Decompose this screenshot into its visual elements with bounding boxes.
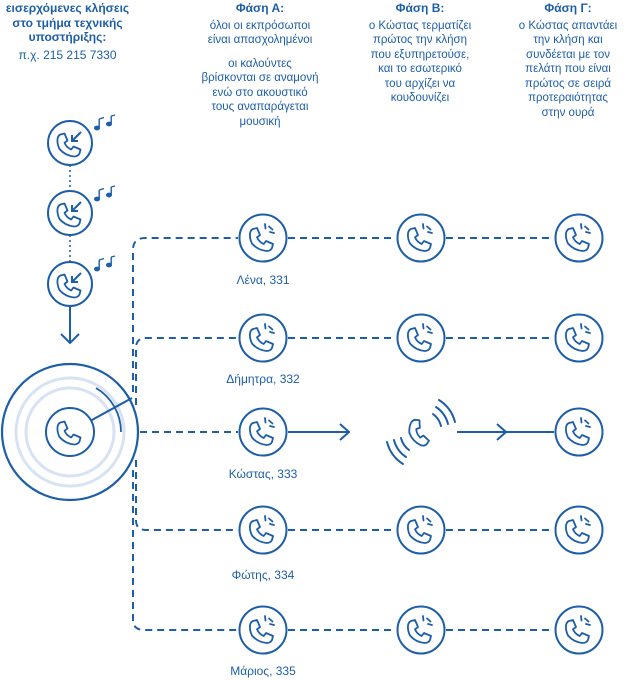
agent-phone-icon: [240, 215, 287, 262]
agent-phone-icon: [398, 507, 445, 554]
music-note-icon: [94, 185, 116, 202]
arrow-right-icon: [339, 423, 351, 441]
phase-b-line: ο Κώστας τερματίζει: [368, 19, 472, 32]
row-connector-1: [132, 237, 238, 392]
incoming-call-icon: [47, 261, 93, 307]
ringing-phone-icon: [386, 399, 456, 465]
row-lines: [288, 237, 554, 631]
phase-b-line: κουδουνίζει: [390, 92, 450, 104]
agent-phone-icon: [240, 507, 287, 554]
incoming-calls: [47, 114, 116, 345]
agent-label-dimitra: Δήμητρα, 332: [226, 372, 300, 386]
phase-c-text: Φάση Γ: ο Κώστας απαντάει την κλήση και …: [505, 1, 631, 120]
phase-a-text: Φάση Α: όλοι οι εκπρόσωποι είναι απασχολ…: [190, 1, 330, 129]
incoming-call-icon: [47, 120, 93, 166]
phase-c-line: συνδέεται με τον: [525, 48, 611, 61]
agent-phone-icon: [398, 607, 445, 654]
connector-lines: [132, 237, 238, 631]
phase-c-line: στην ουρά: [541, 106, 595, 119]
phase-c-line: πελάτη που είναι: [525, 63, 611, 75]
phase-a-line: οι καλούντες: [228, 57, 292, 70]
row-connector-5: [132, 470, 238, 631]
music-note-icon: [94, 114, 116, 131]
kostas-flow: [288, 423, 554, 441]
phase-c-line: ο Κώστας απαντάει: [518, 19, 618, 32]
phase-c-line: προτεραιότητας: [528, 92, 608, 104]
intro-line-2: στο τμήμα τεχνικής: [12, 15, 123, 30]
phase-a-line: τους αναπαράγεται: [211, 101, 309, 113]
phase-a-line: μουσική: [239, 115, 281, 128]
incoming-call-icon: [47, 190, 93, 236]
phase-a-line: ενώ στο ακουστικό: [212, 86, 308, 99]
intro-line-1: εισερχόμενες κλήσεις: [5, 1, 130, 15]
intro-example-number: π.χ. 215 215 7330: [18, 47, 117, 62]
phase-b-line: του αρχίζει να: [384, 77, 456, 90]
phase-c-title: Φάση Γ:: [544, 1, 592, 15]
phase-b-line: και το εσωτερικό: [378, 63, 462, 75]
row-connector-4: [135, 460, 238, 531]
phase-c-agents: [556, 215, 603, 654]
phase-a-line: όλοι οι εκπρόσωποι: [209, 19, 311, 32]
agent-phone-icon: [556, 315, 603, 362]
music-note-icon: [94, 255, 116, 272]
intro-text: εισερχόμενες κλήσεις στο τμήμα τεχνικής …: [0, 1, 135, 62]
phase-b-text: Φάση Β: ο Κώστας τερματίζει πρώτος την κ…: [350, 1, 490, 106]
row-connector-2: [135, 337, 238, 405]
agent-phone-icon: [240, 409, 287, 456]
phase-c-line: πρώτος σε σειρά: [524, 77, 612, 90]
agent-phone-icon: [556, 409, 603, 456]
phase-c-line: την κλήση και: [533, 34, 603, 46]
call-queue-hub: [0, 362, 140, 502]
agent-label-kostas: Κώστας, 333: [228, 467, 298, 481]
agent-phone-icon: [240, 607, 287, 654]
agent-phone-icon: [398, 215, 445, 262]
agent-label-marios: Μάριος, 335: [230, 664, 296, 678]
arrow-down-icon: [60, 333, 80, 345]
agent-phone-icon: [556, 507, 603, 554]
agent-label-fotis: Φώτης, 334: [231, 568, 295, 582]
agent-phone-icon: [398, 315, 445, 362]
agent-phone-icon: [556, 607, 603, 654]
phase-a-line: είναι απασχολημένοι: [207, 34, 313, 46]
phase-b-title: Φάση Β:: [395, 1, 445, 15]
agent-phone-icon: [556, 215, 603, 262]
phase-b-line: που εξυπηρετούσε,: [370, 48, 470, 61]
phase-b-line: πρώτος την κλήση: [372, 34, 468, 46]
phase-a-title: Φάση Α:: [235, 1, 285, 15]
agent-label-lena: Λένα, 331: [236, 273, 290, 287]
phase-b-agents: [386, 215, 456, 654]
phase-a-line: βρίσκονται σε αναμονή: [201, 72, 319, 84]
intro-line-3: υποστήριξης:: [28, 30, 107, 44]
agent-phone-icon: [240, 315, 287, 362]
